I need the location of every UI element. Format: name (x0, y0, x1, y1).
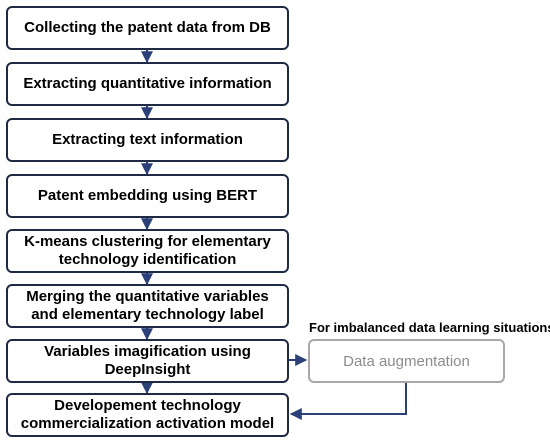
step-extract-text: Extracting text information (6, 118, 289, 162)
step-activation-model: Developement technology commercializatio… (6, 393, 289, 437)
data-augmentation-box: Data augmentation (308, 339, 505, 383)
step-merging-variables: Merging the quantitative variables and e… (6, 284, 289, 328)
step-variables-imagification: Variables imagification using DeepInsigh… (6, 339, 289, 383)
step-patent-embedding: Patent embedding using BERT (6, 174, 289, 218)
arrow-augmentation-to-step8 (289, 383, 407, 420)
augmentation-note: For imbalanced data learning situations (309, 320, 550, 335)
step-extract-quantitative: Extracting quantitative information (6, 62, 289, 106)
step-kmeans-clustering: K-means clustering for elementary techno… (6, 229, 289, 273)
step-collect-patent-data: Collecting the patent data from DB (6, 6, 289, 50)
